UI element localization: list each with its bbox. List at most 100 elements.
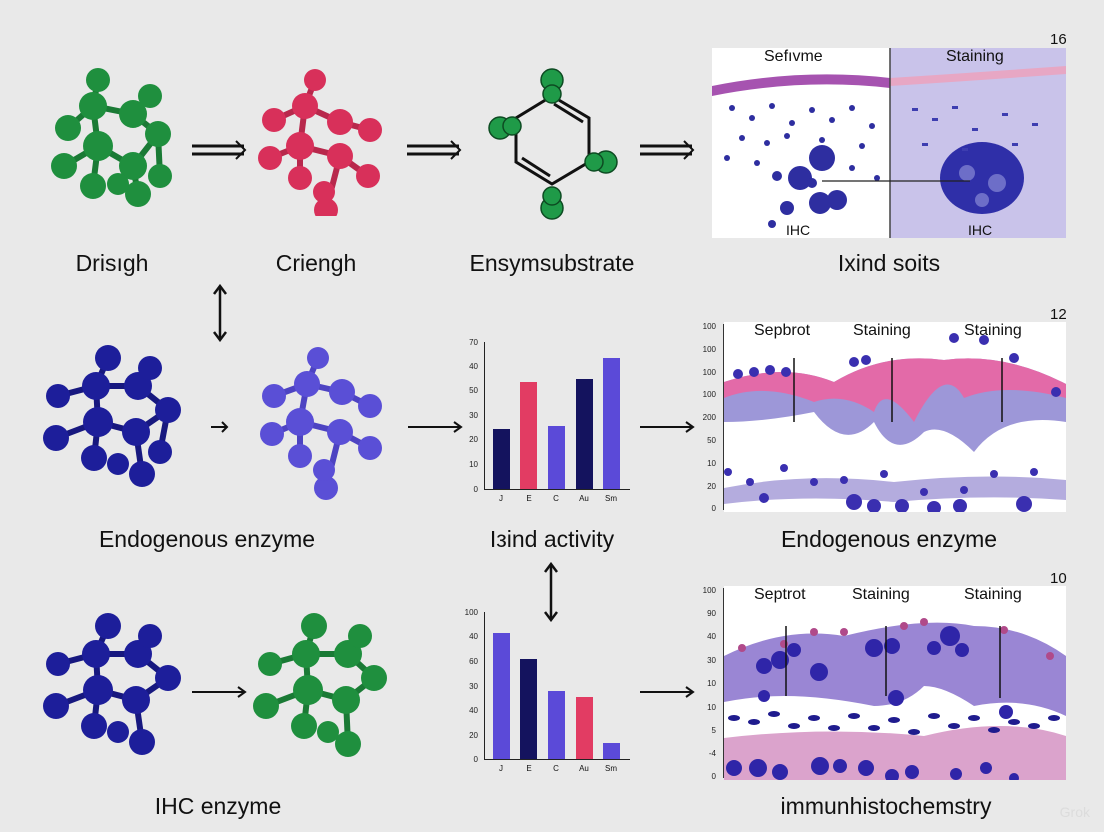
bidirectional-arrow-icon	[213, 284, 227, 342]
arrow-right-icon	[192, 686, 247, 698]
red-molecule-icon	[258, 69, 382, 216]
tissue-stain-image	[712, 48, 1066, 238]
y-tick: 40	[469, 632, 478, 641]
bar-au	[576, 697, 593, 759]
arrow-right-icon	[408, 421, 463, 433]
bidirectional-arrow-icon	[544, 562, 558, 622]
x-tick: E	[526, 764, 532, 773]
arrow-right-icon	[211, 421, 229, 433]
y-tick: 0	[711, 772, 716, 781]
green-molecule-icon	[51, 68, 172, 207]
navy-molecule-icon	[43, 345, 181, 487]
bar-e	[520, 659, 537, 759]
annotation-2: Staining	[852, 586, 910, 603]
x-tick: Au	[579, 494, 589, 503]
y-tick: 0	[711, 504, 716, 513]
x-tick: J	[499, 764, 503, 773]
bar-au	[576, 379, 593, 489]
y-tick: 30	[469, 411, 478, 420]
bar-sm	[603, 743, 620, 759]
grok-watermark: Grok	[1059, 804, 1090, 820]
panel-number-middle: 12	[1050, 306, 1067, 323]
y-axis	[484, 342, 485, 490]
bar-chart-activity: 70 40 50 30 20 10 0 J E C Au Sm	[460, 338, 630, 510]
plot-area	[485, 342, 630, 489]
y-tick: 100	[702, 390, 716, 399]
y-tick: 100	[702, 322, 716, 331]
label-ihc-enzyme: IHC enzyme	[154, 793, 282, 819]
y-tick: 70	[469, 338, 478, 347]
panel-label-right: IHC	[968, 222, 993, 238]
label-ensymsubstrate: Ensymsubstrate	[469, 250, 635, 276]
x-axis	[484, 759, 630, 760]
double-arrow-icon	[192, 140, 247, 160]
y-tick: 30	[469, 682, 478, 691]
panel-title-right: Staining	[946, 48, 1004, 65]
violet-molecule-icon	[260, 347, 382, 500]
y-tick: 100	[702, 586, 716, 595]
x-tick: J	[499, 494, 503, 503]
double-arrow-icon	[407, 140, 462, 160]
y-tick: 20	[469, 435, 478, 444]
y-tick: 100	[464, 608, 478, 617]
x-axis	[484, 489, 630, 490]
tissue-stain-image	[724, 618, 1066, 780]
histology-panel-top: Sefıvme Staining IHC IHC	[712, 48, 1066, 238]
annotation-1: Septrot	[754, 586, 806, 603]
bottom-y-axis: 100 90 40 30 10 10 5 -4 0	[700, 586, 724, 781]
middle-y-axis: 100 100 100 100 200 50 10 20 0	[700, 322, 724, 513]
bar-c	[548, 426, 565, 489]
double-arrow-icon	[640, 140, 695, 160]
y-tick: 20	[707, 482, 716, 491]
x-tick: C	[553, 764, 559, 773]
y-tick: 100	[702, 368, 716, 377]
label-drisigh: Drisıgh	[75, 250, 149, 276]
y-tick: 40	[469, 706, 478, 715]
annotation-1: Sepbrot	[754, 322, 811, 339]
panel-number-bottom: 10	[1050, 570, 1067, 587]
y-tick: 200	[702, 413, 716, 422]
y-tick: 0	[473, 755, 478, 764]
navy-molecule-icon	[43, 613, 181, 755]
label-ixind-activity: Iзind activity	[489, 526, 615, 552]
bar-j	[493, 429, 510, 489]
y-tick: 40	[707, 632, 716, 641]
y-tick: 10	[707, 679, 716, 688]
plot-area	[485, 612, 630, 759]
y-tick: 10	[707, 459, 716, 468]
y-tick: 60	[469, 657, 478, 666]
y-tick: 50	[469, 386, 478, 395]
x-tick: Au	[579, 764, 589, 773]
x-tick: Sm	[605, 764, 617, 773]
label-endogenous-enzyme-right: Endogenous enzyme	[780, 526, 998, 552]
green-molecule-icon	[253, 613, 387, 757]
annotation-3: Staining	[964, 586, 1022, 603]
bar-chart-ihc: 100 40 60 30 40 20 0 J E C Au Sm	[460, 608, 630, 780]
y-tick: 30	[707, 656, 716, 665]
bar-c	[548, 691, 565, 759]
histology-panel-bottom: Septrot Staining Staining	[724, 586, 1066, 780]
panel-title-left: Sefıvme	[764, 48, 823, 65]
tissue-stain-image	[724, 333, 1066, 512]
y-tick: -4	[708, 749, 716, 758]
x-tick: Sm	[605, 494, 617, 503]
y-tick: 20	[469, 731, 478, 740]
y-tick: 50	[707, 436, 716, 445]
arrow-right-icon	[640, 421, 695, 433]
y-tick: 90	[707, 609, 716, 618]
y-tick: 40	[469, 362, 478, 371]
y-tick: 0	[473, 485, 478, 494]
arrow-right-icon	[640, 686, 695, 698]
histology-panel-middle: Sepbrot Staining Staining	[724, 322, 1066, 512]
label-endogenous-enzyme-left: Endogenous enzyme	[98, 526, 316, 552]
panel-label-left: IHC	[786, 222, 811, 238]
x-tick: C	[553, 494, 559, 503]
bar-j	[493, 633, 510, 759]
y-tick: 100	[702, 345, 716, 354]
y-tick: 10	[469, 460, 478, 469]
annotation-3: Staining	[964, 322, 1022, 339]
x-tick: E	[526, 494, 532, 503]
label-immunhistochemstry: immunhistochemstry	[780, 793, 992, 819]
y-tick: 10	[707, 703, 716, 712]
benzene-ring-icon	[488, 68, 618, 220]
